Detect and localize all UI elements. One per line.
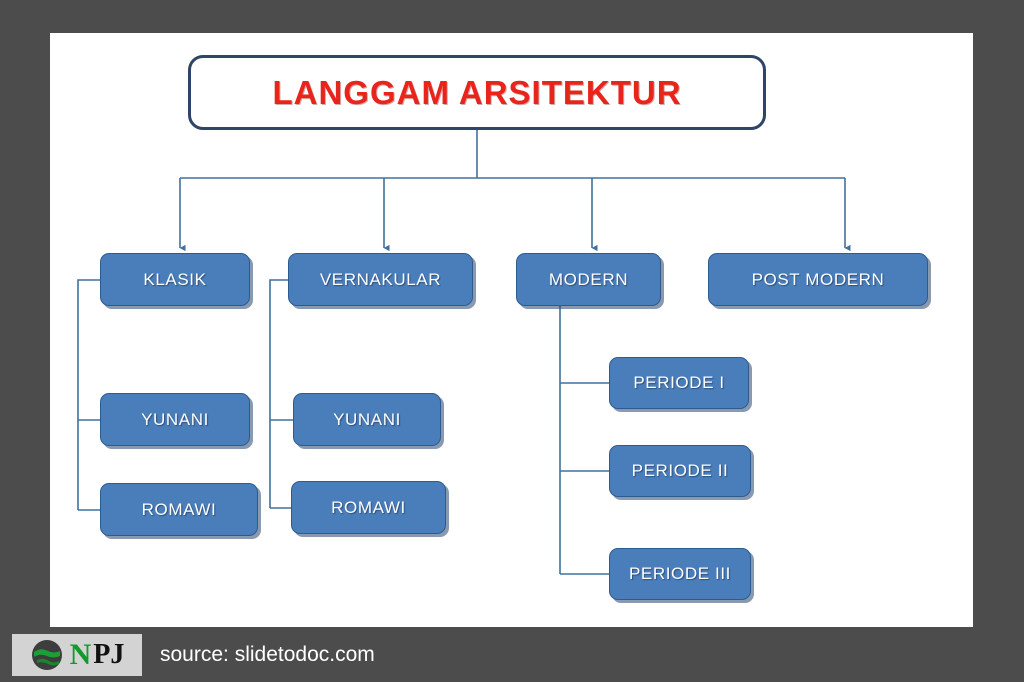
footer-bar: N PJ source: slidetodoc.com — [0, 627, 1024, 682]
node-klasik-romawi[interactable]: ROMAWI — [100, 483, 258, 536]
node-klasik[interactable]: KLASIK — [100, 253, 250, 306]
source-label: source: slidetodoc.com — [160, 642, 375, 666]
node-vernakular-romawi[interactable]: ROMAWI — [291, 481, 446, 534]
node-vernakular-yunani[interactable]: YUNANI — [293, 393, 441, 446]
node-post-modern[interactable]: POST MODERN — [708, 253, 928, 306]
logo-letters-pj: PJ — [93, 638, 125, 670]
npj-logo: N PJ — [12, 633, 142, 676]
node-modern[interactable]: MODERN — [516, 253, 661, 306]
logo-letter-n: N — [69, 637, 92, 671]
node-root[interactable]: LANGGAM ARSITEKTUR — [188, 55, 766, 130]
node-klasik-yunani[interactable]: YUNANI — [100, 393, 250, 446]
node-periode-3[interactable]: PERIODE III — [609, 548, 751, 600]
globe-icon — [31, 639, 62, 670]
node-periode-2[interactable]: PERIODE II — [609, 445, 751, 497]
node-vernakular[interactable]: VERNAKULAR — [288, 253, 473, 306]
node-periode-1[interactable]: PERIODE I — [609, 357, 749, 409]
